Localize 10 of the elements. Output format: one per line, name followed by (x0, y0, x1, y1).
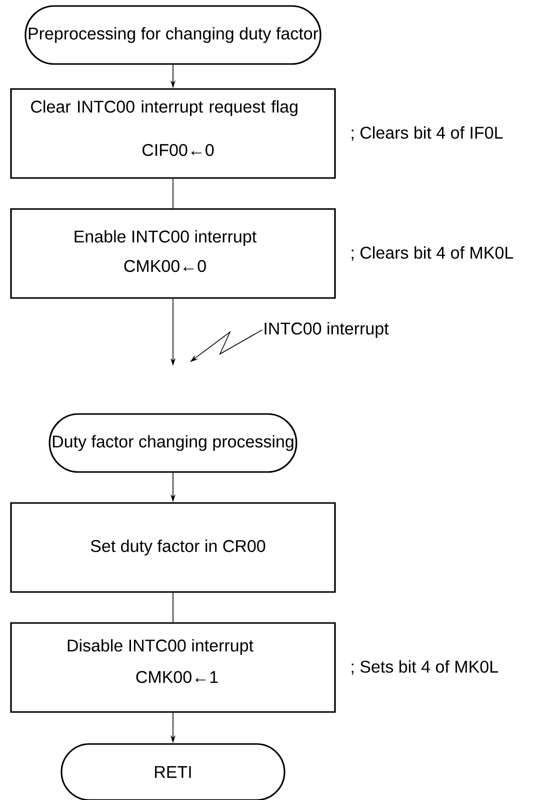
process-box: Disable INTC00 interrupt CMK00←1 (10, 622, 336, 713)
comment-text: ; Clears bit 4 of MK0L (352, 246, 514, 261)
process-box: Clear INTC00 interrupt request flag CIF00←0 (10, 88, 336, 179)
comment-text: ; Sets bit 4 of MK0L (352, 660, 498, 675)
connector-line (172, 178, 174, 209)
process-box: Enable INTC00 interrupt CMK00←0 (10, 208, 336, 299)
interrupt-label: INTC00 interrupt (264, 322, 389, 338)
connector-line (172, 592, 174, 623)
process-box: Set duty factor in CR00 (10, 502, 336, 593)
comment-text: ; Clears bit 4 of IF0L (352, 126, 503, 141)
